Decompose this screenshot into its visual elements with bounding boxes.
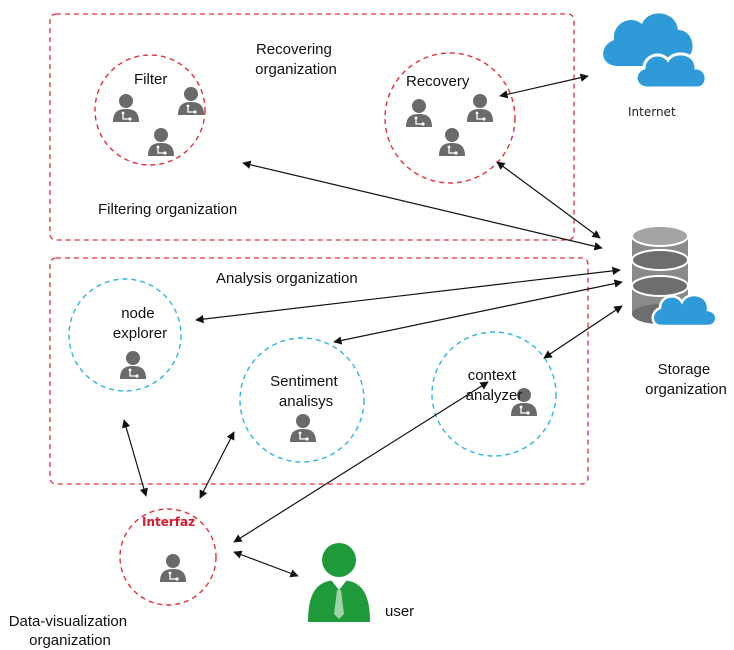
filter-circle[interactable] — [94, 54, 206, 166]
arrow-interfaz-user — [233, 550, 299, 578]
node-explorer-agent-icon — [119, 350, 147, 380]
arrow-filter-storage — [242, 160, 603, 251]
internet-cloud-icon — [603, 13, 708, 90]
storage-organization-label: Storage organization — [645, 361, 727, 398]
user-icon — [308, 543, 370, 622]
arrow-sentiment-storage — [333, 279, 623, 345]
recovery-agent-icon — [466, 93, 494, 123]
context-analyzer-label: context analyzer — [466, 367, 523, 404]
user-label: user — [385, 603, 414, 620]
recovery-agent-icon — [438, 127, 466, 157]
storage-cloud-icon — [651, 293, 718, 328]
interfaz-circle[interactable] — [119, 508, 217, 606]
arrow-recovery-internet — [499, 73, 589, 99]
sentiment-agent-icon — [289, 413, 317, 443]
data-visualization-label: Data-visualization organization — [9, 613, 132, 649]
internet-label: Internet — [628, 105, 676, 119]
filter-agent-icon — [177, 86, 205, 116]
arrow-context-interfaz — [233, 381, 489, 543]
arrow-node-explorer-interfaz — [122, 419, 148, 497]
node-explorer-circle[interactable] — [68, 278, 182, 392]
interfaz-label: Interfaz — [142, 515, 195, 529]
node-explorer-label: node explorer — [113, 305, 167, 342]
filter-label: Filter — [134, 71, 167, 88]
sentiment-label: Sentiment analisys — [270, 373, 342, 410]
recovery-agent-icon — [405, 98, 433, 128]
arrow-context-storage — [543, 305, 623, 359]
interfaz-agent-icon — [159, 553, 187, 583]
recovering-organization-label: Recovering organization — [255, 41, 337, 78]
connectors — [122, 73, 623, 578]
filter-agent-icon — [112, 93, 140, 123]
analysis-organization-label: Analysis organization — [216, 270, 358, 287]
filter-agent-icon — [147, 127, 175, 157]
arrow-sentiment-interfaz — [199, 431, 235, 499]
recovery-label: Recovery — [406, 73, 470, 90]
filtering-organization-label: Filtering organization — [98, 201, 237, 218]
